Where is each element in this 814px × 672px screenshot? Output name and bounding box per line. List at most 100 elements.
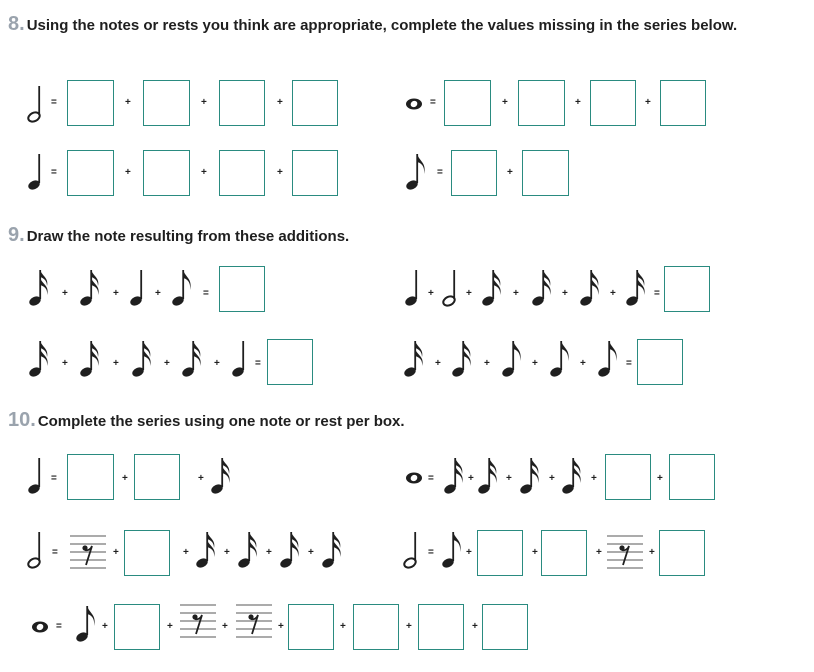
sixteenth-note-icon bbox=[578, 268, 602, 308]
sixteenth-note-icon bbox=[278, 530, 302, 570]
answer-box[interactable] bbox=[267, 339, 313, 385]
answer-box[interactable] bbox=[67, 80, 114, 126]
eighth-note-icon bbox=[596, 339, 620, 379]
plus-sign: + bbox=[198, 473, 204, 484]
answer-box[interactable] bbox=[67, 150, 114, 196]
plus-sign: + bbox=[549, 473, 555, 484]
answer-box[interactable] bbox=[219, 150, 265, 196]
answer-box[interactable] bbox=[444, 80, 491, 126]
equals-sign: = bbox=[654, 288, 660, 299]
answer-box[interactable] bbox=[353, 604, 399, 650]
answer-box[interactable] bbox=[143, 80, 190, 126]
answer-box[interactable] bbox=[541, 530, 587, 576]
answer-box[interactable] bbox=[518, 80, 565, 126]
sixteenth-rest-on-staff-icon bbox=[180, 601, 216, 641]
answer-box[interactable] bbox=[143, 150, 190, 196]
answer-box[interactable] bbox=[605, 454, 651, 500]
answer-box[interactable] bbox=[114, 604, 160, 650]
answer-box[interactable] bbox=[451, 150, 497, 196]
plus-sign: + bbox=[532, 358, 538, 369]
answer-box[interactable] bbox=[590, 80, 636, 126]
whole-note-icon bbox=[30, 620, 50, 634]
answer-box[interactable] bbox=[477, 530, 523, 576]
sixteenth-note-icon bbox=[180, 339, 204, 379]
answer-box[interactable] bbox=[664, 266, 710, 312]
equals-sign: = bbox=[428, 547, 434, 558]
quarter-note-icon bbox=[26, 152, 46, 192]
sixteenth-note-icon bbox=[530, 268, 554, 308]
answer-box[interactable] bbox=[669, 454, 715, 500]
plus-sign: + bbox=[468, 473, 474, 484]
plus-sign: + bbox=[62, 358, 68, 369]
plus-sign: + bbox=[183, 547, 189, 558]
plus-sign: + bbox=[610, 288, 616, 299]
equals-sign: = bbox=[255, 358, 261, 369]
plus-sign: + bbox=[164, 358, 170, 369]
plus-sign: + bbox=[513, 288, 519, 299]
sixteenth-note-icon bbox=[560, 456, 584, 496]
plus-sign: + bbox=[113, 358, 119, 369]
eighth-note-icon bbox=[404, 152, 428, 192]
sixteenth-note-icon bbox=[27, 268, 51, 308]
sixteenth-note-icon bbox=[130, 339, 154, 379]
plus-sign: + bbox=[507, 167, 513, 178]
answer-box[interactable] bbox=[134, 454, 180, 500]
answer-box[interactable] bbox=[637, 339, 683, 385]
plus-sign: + bbox=[645, 97, 651, 108]
plus-sign: + bbox=[113, 547, 119, 558]
quarter-note-icon bbox=[128, 268, 148, 308]
plus-sign: + bbox=[406, 621, 412, 632]
equals-sign: = bbox=[51, 97, 57, 108]
sixteenth-rest-on-staff-icon bbox=[236, 601, 272, 641]
plus-sign: + bbox=[340, 621, 346, 632]
answer-box[interactable] bbox=[292, 80, 338, 126]
answer-box[interactable] bbox=[418, 604, 464, 650]
plus-sign: + bbox=[596, 547, 602, 558]
sixteenth-note-icon bbox=[236, 530, 260, 570]
answer-box[interactable] bbox=[482, 604, 528, 650]
answer-box[interactable] bbox=[219, 266, 265, 312]
answer-box[interactable] bbox=[660, 80, 706, 126]
plus-sign: + bbox=[502, 97, 508, 108]
sixteenth-note-icon bbox=[320, 530, 344, 570]
plus-sign: + bbox=[506, 473, 512, 484]
sixteenth-note-icon bbox=[450, 339, 474, 379]
plus-sign: + bbox=[466, 547, 472, 558]
plus-sign: + bbox=[122, 473, 128, 484]
half-note-icon bbox=[26, 530, 46, 570]
eighth-note-icon bbox=[548, 339, 572, 379]
answer-box[interactable] bbox=[522, 150, 569, 196]
sixteenth-note-icon bbox=[476, 456, 500, 496]
eighth-note-icon bbox=[500, 339, 524, 379]
answer-box[interactable] bbox=[292, 150, 338, 196]
plus-sign: + bbox=[277, 97, 283, 108]
sixteenth-rest-on-staff-icon bbox=[607, 532, 643, 572]
sixteenth-note-icon bbox=[624, 268, 648, 308]
sixteenth-rest-on-staff-icon bbox=[70, 532, 106, 572]
equals-sign: = bbox=[51, 167, 57, 178]
quarter-note-icon bbox=[230, 339, 250, 379]
plus-sign: + bbox=[466, 288, 472, 299]
exercise-number: 9. bbox=[8, 224, 25, 246]
plus-sign: + bbox=[657, 473, 663, 484]
answer-box[interactable] bbox=[659, 530, 705, 576]
plus-sign: + bbox=[278, 621, 284, 632]
plus-sign: + bbox=[532, 547, 538, 558]
exercise-9-heading: 9.Draw the note resulting from these add… bbox=[8, 224, 808, 248]
plus-sign: + bbox=[649, 547, 655, 558]
exercise-number: 8. bbox=[8, 13, 25, 35]
sixteenth-note-icon bbox=[78, 268, 102, 308]
exercise-10-heading: 10.Complete the series using one note or… bbox=[8, 409, 808, 433]
sixteenth-note-icon bbox=[442, 456, 466, 496]
exercise-8-heading: 8.Using the notes or rests you think are… bbox=[8, 13, 808, 37]
whole-note-icon bbox=[404, 97, 424, 111]
answer-box[interactable] bbox=[124, 530, 170, 576]
plus-sign: + bbox=[201, 97, 207, 108]
answer-box[interactable] bbox=[67, 454, 114, 500]
sixteenth-note-icon bbox=[78, 339, 102, 379]
plus-sign: + bbox=[435, 358, 441, 369]
answer-box[interactable] bbox=[288, 604, 334, 650]
equals-sign: = bbox=[203, 288, 209, 299]
answer-box[interactable] bbox=[219, 80, 265, 126]
eighth-note-icon bbox=[170, 268, 194, 308]
